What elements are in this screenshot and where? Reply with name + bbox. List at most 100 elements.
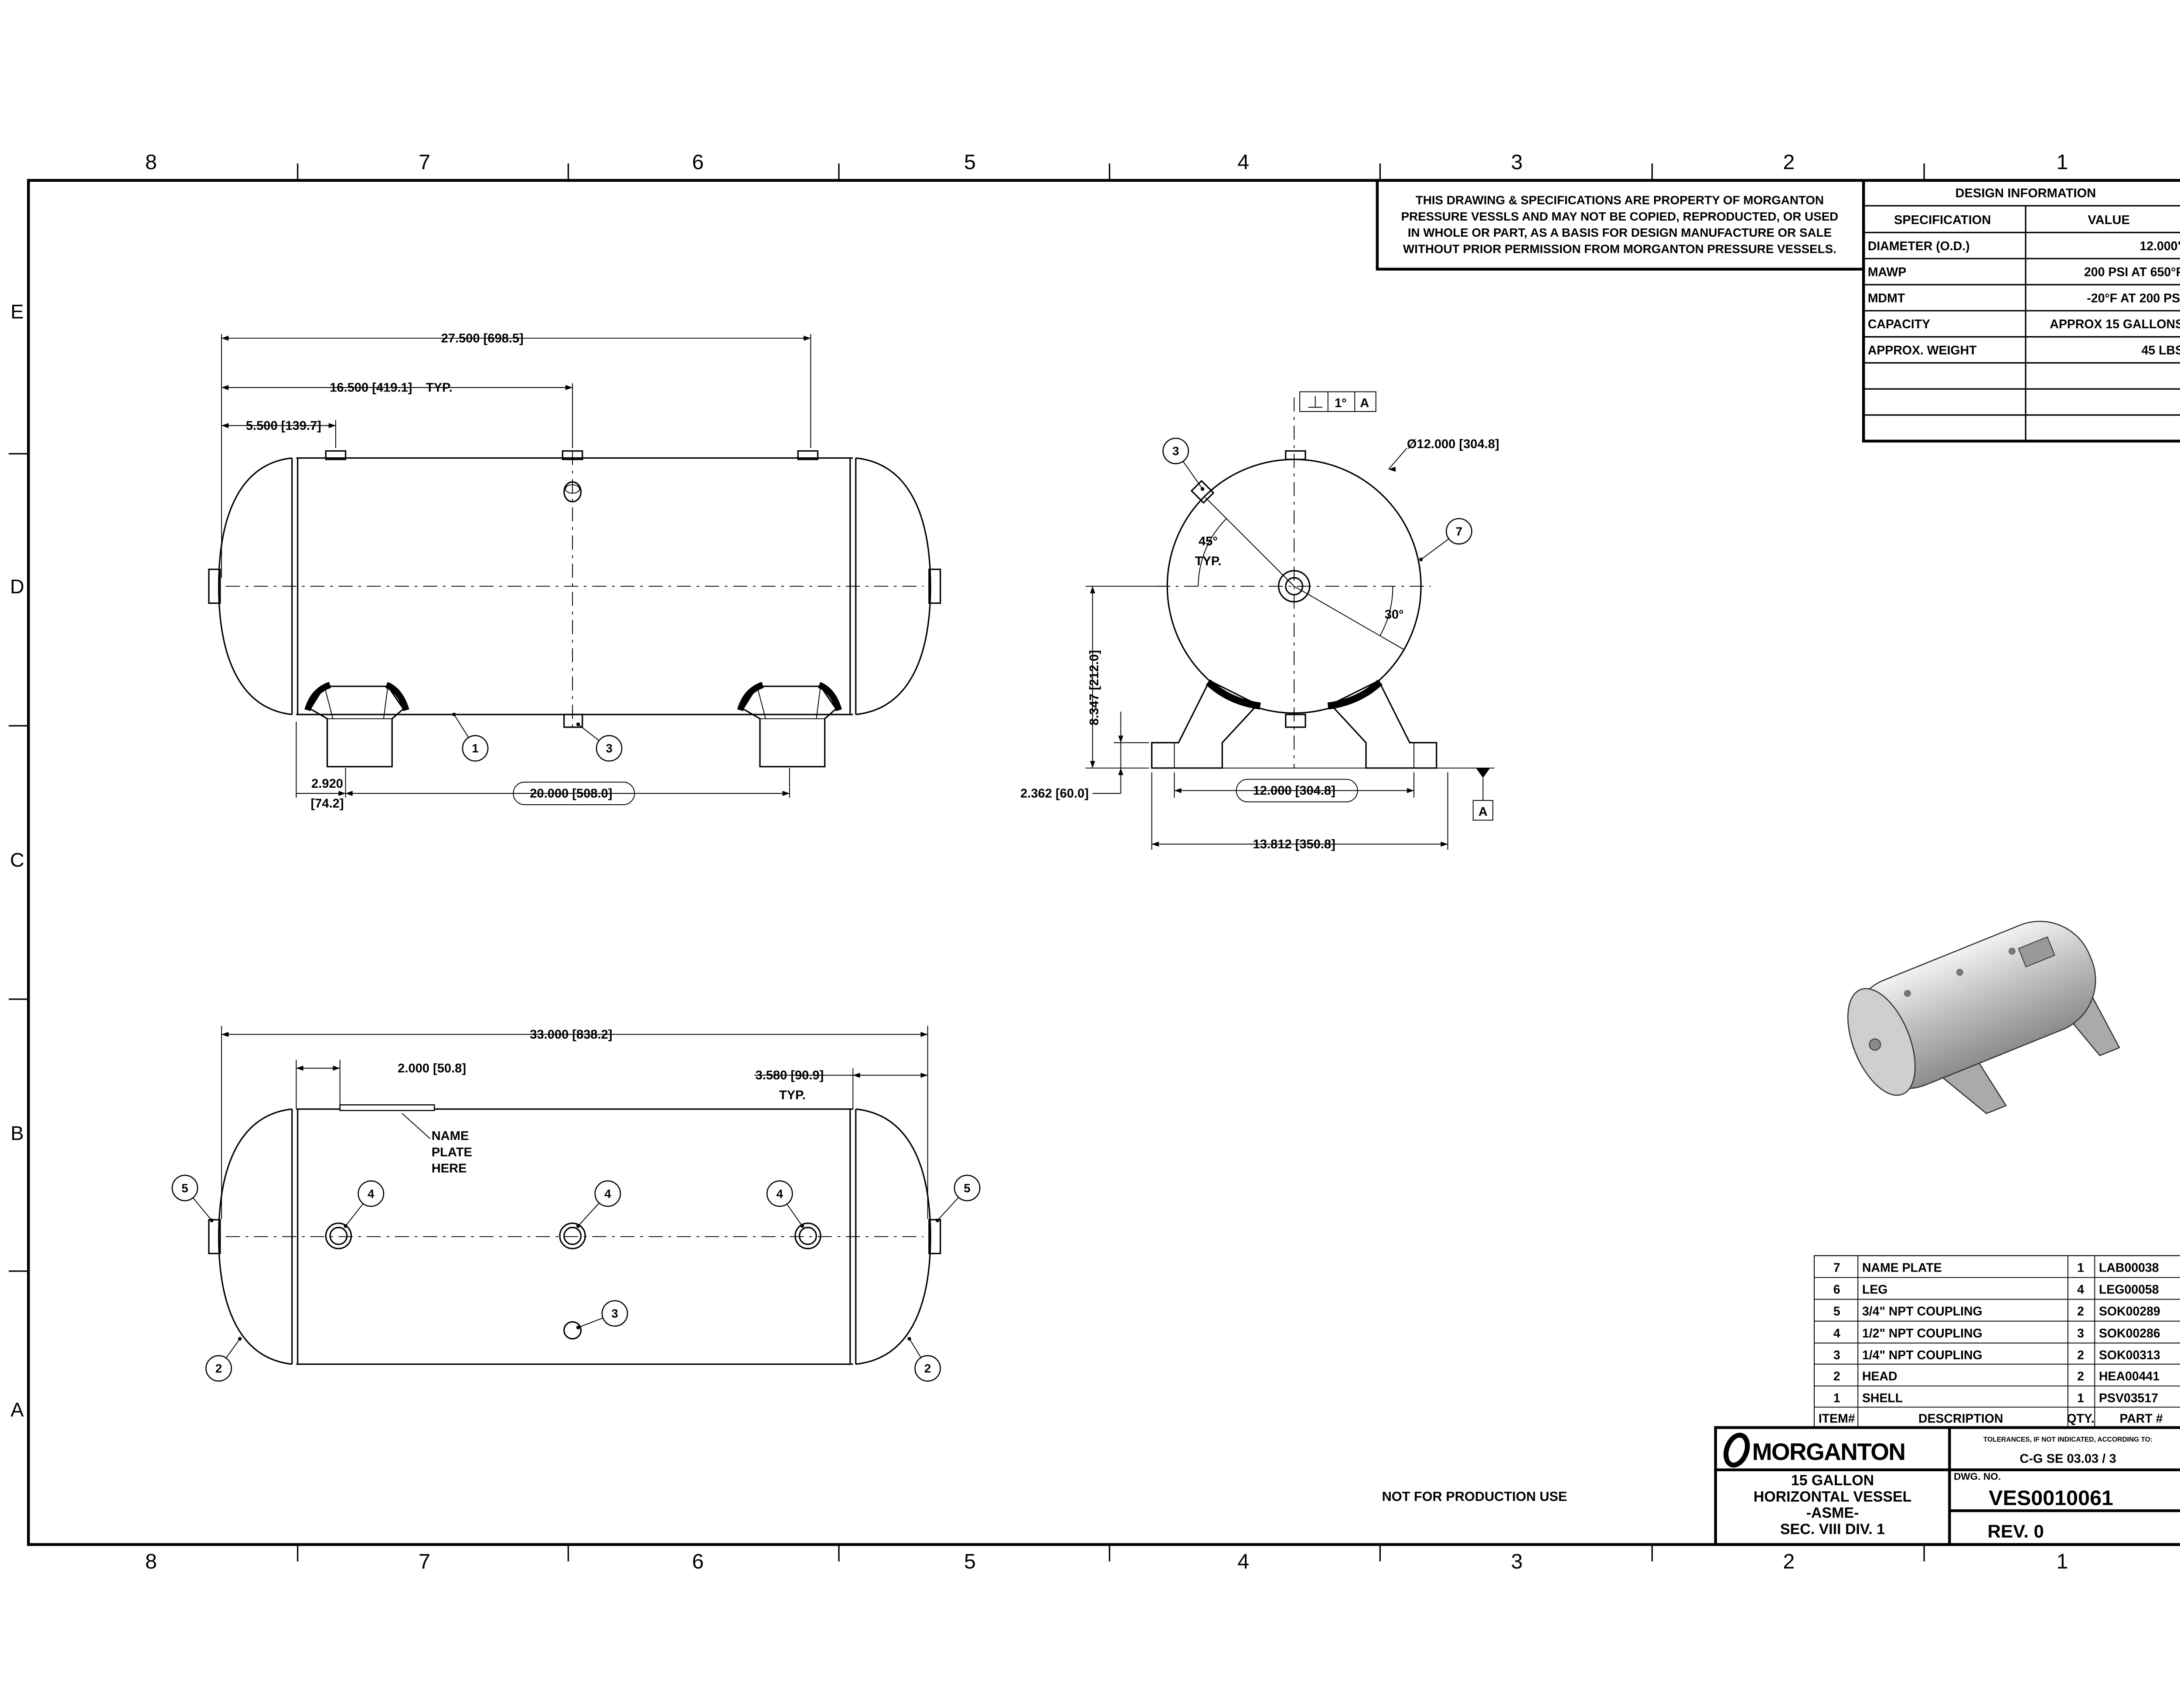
revision: REV. 0 (1988, 1521, 2044, 1541)
company-logo: MORGANTON (1724, 1432, 1906, 1468)
dimension-arrowhead (328, 423, 336, 429)
bom-part: SOK00313 (2099, 1348, 2160, 1362)
leader (1388, 448, 1407, 470)
dimension-arrowhead (1407, 788, 1414, 793)
dim-base-width-text: 13.812 [350.8] (1253, 837, 1335, 851)
dim-center-height: 8.347 [212.0] (1087, 586, 1101, 768)
leg-edge (324, 686, 334, 719)
bom-item: 6 (1833, 1283, 1840, 1297)
dimension-arrowhead (920, 1031, 928, 1037)
spec-value: APPROX 15 GALLONS (2050, 317, 2180, 331)
dim-diameter-text: Ø12.000 [304.8] (1407, 437, 1499, 451)
balloon-circle (954, 1174, 981, 1201)
coupling-outer (325, 1222, 352, 1249)
bottom-coupling (1285, 714, 1306, 728)
dimension-arrowhead (1151, 841, 1159, 847)
coupling-outer (794, 1222, 821, 1249)
zone-column-label: 2 (1783, 1550, 1795, 1573)
bom-part: LAB00038 (2099, 1261, 2159, 1275)
datum-a: A (1448, 767, 1495, 821)
right-head (855, 1108, 931, 1365)
dim-overall-couplings: 27.500 [698.5] (221, 332, 811, 346)
bom-description: SHELL (1862, 1392, 1903, 1405)
drawing-title-line: HORIZONTAL VESSEL (1754, 1488, 1912, 1505)
spec-name: APPROX. WEIGHT (1868, 344, 1977, 357)
dim-typ: TYP. (426, 381, 453, 395)
zone-column-label: 1 (2057, 1550, 2068, 1573)
zone-column-label: 7 (419, 1550, 430, 1573)
angle-45-typ: TYP. (1195, 554, 1222, 568)
spec-name: MDMT (1868, 291, 1905, 305)
zone-column-label: 3 (1511, 150, 1523, 174)
border-frame (27, 179, 2180, 1546)
dim-head-length: 3.580 [90.9] TYP. (754, 1068, 928, 1102)
notice-line: PRESSURE VESSLS AND MAY NOT BE COPIED, R… (1401, 210, 1838, 223)
dim-center-height-text: 8.347 [212.0] (1087, 650, 1101, 725)
leg-outline (742, 685, 837, 768)
dim-overall-length: 33.000 [838.2] (221, 1028, 928, 1041)
dim-center-coupling-text: 16.500 [419.1] (330, 381, 412, 395)
bom-description: 1/2" NPT COUPLING (1862, 1327, 1982, 1341)
tolerance-datum: A (1360, 396, 1369, 410)
bom-header-description: DESCRIPTION (1918, 1412, 2003, 1426)
leg-edge (756, 686, 766, 719)
right-head (855, 457, 931, 715)
iso-name-plate (2018, 936, 2055, 968)
dim-leg-spacing-text: 20.000 [508.0] (530, 787, 612, 801)
bom-item: 1 (1833, 1392, 1840, 1405)
spec-header: SPECIFICATION (1894, 213, 1991, 227)
dimension-arrowhead (1090, 761, 1095, 768)
half-inch-coupling (794, 1222, 821, 1249)
spec-value: 45 LBS (2142, 344, 2180, 357)
balloon-number: 3 (611, 1307, 618, 1320)
coupling-inner (798, 1227, 817, 1245)
half-inch-coupling (559, 1222, 586, 1249)
dimension-arrowhead (1090, 586, 1095, 593)
dim-head-length-text: 3.580 [90.9] (755, 1068, 824, 1082)
saddle-pad (1206, 679, 1261, 710)
balloon: 3 (576, 1300, 628, 1330)
bom-header-item: ITEM# (1819, 1412, 1855, 1426)
datum-box (1472, 800, 1493, 821)
zone-column-label: 6 (692, 150, 704, 174)
balloon: 5 (171, 1174, 214, 1222)
dimension-arrowhead (1441, 841, 1448, 847)
saddle-pad (304, 682, 331, 711)
dwg-no-label: DWG. NO. (1954, 1471, 2001, 1482)
bom-qty: 4 (2077, 1283, 2084, 1297)
angle-line (1205, 497, 1294, 587)
angle-arc (1380, 586, 1393, 636)
dim-base-width: 13.812 [350.8] (1151, 837, 1448, 851)
datum-triangle (1476, 768, 1490, 778)
bom-description: 1/4" NPT COUPLING (1862, 1348, 1982, 1362)
dim-typ: TYP. (779, 1088, 806, 1102)
bom-part: SOK00286 (2099, 1327, 2160, 1341)
leg (1327, 679, 1437, 769)
bom-part: SOK00289 (2099, 1305, 2160, 1319)
logo-mark (1724, 1432, 1750, 1468)
leader-dot (576, 1325, 580, 1330)
dim-foot-height: 2.362 [60.0] (1020, 711, 1124, 801)
bom-part: LEG00058 (2099, 1283, 2159, 1297)
bom-description: 3/4" NPT COUPLING (1862, 1305, 1982, 1319)
bom-description: HEAD (1862, 1369, 1897, 1383)
zone-column-label: 6 (692, 1550, 704, 1573)
balloon: 4 (766, 1180, 804, 1228)
saddle-pad (737, 682, 764, 711)
bom-item: 2 (1833, 1369, 1840, 1383)
top-view: 33.000 [838.2]2.000 [50.8]3.580 [90.9]TY… (171, 1026, 981, 1382)
balloon-number: 2 (215, 1362, 222, 1375)
balloon-circle (462, 735, 489, 762)
leg-outline (1151, 680, 1259, 769)
balloon: 4 (344, 1180, 385, 1228)
balloon: 5 (936, 1174, 981, 1222)
tolerances-label: TOLERANCES, IF NOT INDICATED, ACCORDING … (1983, 1436, 2153, 1443)
half-inch-coupling (325, 1222, 352, 1249)
leader-dot (452, 712, 456, 717)
balloon: 2 (907, 1337, 941, 1382)
saddle-pad (1327, 679, 1383, 710)
